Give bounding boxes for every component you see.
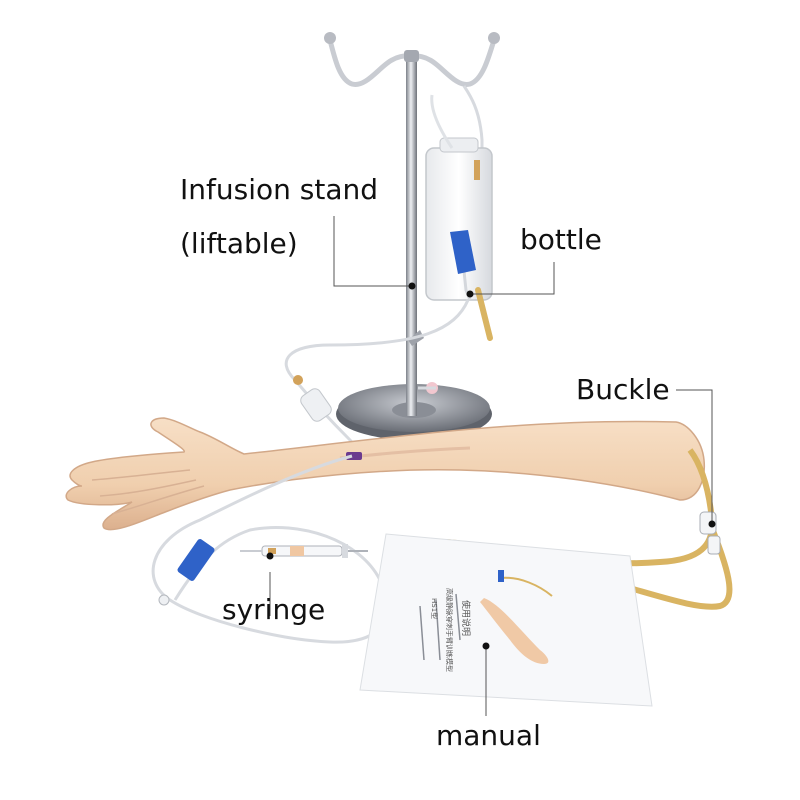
label-infusion-stand: Infusion stand (180, 173, 378, 206)
hanger-line (462, 85, 484, 160)
tube-clamp (177, 539, 215, 581)
manual-sheet (359, 533, 653, 707)
leader-dots (266, 282, 716, 650)
label-syringe: syringe (222, 593, 326, 626)
training-arm (65, 417, 706, 531)
label-buckle: Buckle (576, 373, 670, 406)
stand-pole (406, 52, 417, 416)
bottle-clamp (450, 230, 476, 274)
manual-title-cn: 使用说明 (460, 600, 472, 636)
manual-model: HS1型 (430, 598, 439, 619)
label-manual: manual (436, 719, 541, 752)
syringe (240, 544, 368, 558)
clear-tube-loop (151, 454, 390, 644)
label-infusion-stand-liftable: (liftable) (180, 227, 298, 260)
infusion-bottle (425, 137, 493, 301)
manual-subtitle-cn: 高级静脉穿刺手臂训练模型 (445, 588, 454, 672)
leader-lines (269, 216, 713, 716)
label-bottle: bottle (520, 223, 602, 256)
